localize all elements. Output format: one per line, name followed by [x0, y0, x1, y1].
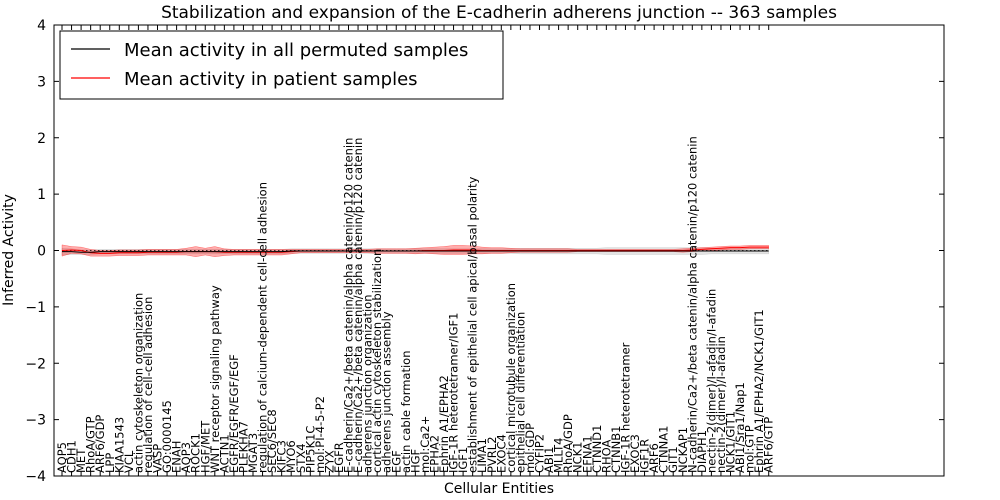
- x-tick-label: RhoA/GDP: [561, 414, 575, 473]
- x-tick-label: ARF6: [647, 443, 661, 473]
- y-tick-label: 4: [37, 18, 46, 34]
- y-tick-label: 1: [37, 187, 46, 203]
- series-lines-layer: [61, 246, 769, 254]
- x-tick-label: PVRL2: [485, 436, 499, 473]
- x-tick-label: IGF1: [456, 447, 470, 473]
- legend-box: [59, 30, 504, 100]
- x-tick-label: epithelial cell differentiation: [513, 312, 527, 473]
- x-tick-label: Ephrin A1/EPHA2/NCK1/GIT1: [752, 309, 766, 473]
- x-tick-label: EPHA2: [427, 435, 441, 473]
- x-tick-label: VCL: [122, 450, 136, 473]
- x-tick-label: LPP: [103, 453, 117, 473]
- x-tick-label: IGF-1R heterotetramer: [618, 342, 632, 473]
- y-tick-label: −1: [25, 300, 46, 316]
- x-tick-label: NCK1: [571, 442, 585, 474]
- x-tick-label: ENAH: [170, 441, 184, 473]
- x-tick-label: ARF6/GTP: [762, 417, 776, 473]
- series-line-0: [62, 250, 769, 253]
- y-tick-label: −2: [25, 356, 46, 372]
- x-tick-label: E-cadherin/Ca2+/beta catenin/alpha caten…: [342, 138, 356, 473]
- x-tick-label: KIAA1543: [112, 417, 126, 473]
- x-tick-label: mol:GTP: [743, 425, 757, 473]
- x-tick-label: adherens junction assembly: [380, 311, 394, 473]
- y-tick-label: 0: [37, 244, 46, 260]
- x-tick-label: NCK1/GIT1: [724, 411, 738, 473]
- y-axis-label: Inferred Activity: [1, 194, 17, 306]
- x-tick-label: regulation of calcium-dependent cell-cel…: [256, 182, 270, 473]
- x-tick-label: MET: [74, 448, 88, 473]
- x-tick-label: adherens junction organization: [361, 295, 375, 473]
- x-tick-label: AQP5: [55, 442, 69, 473]
- x-tick-label: PIP5K1C: [303, 426, 317, 473]
- x-tick-label: VASP: [151, 444, 165, 473]
- x-tick-label: N-cadherin/Ca2+/beta catenin/alpha caten…: [685, 136, 699, 473]
- x-tick-label: EXOC4: [494, 434, 508, 473]
- x-tick-label: ZYX: [322, 450, 336, 473]
- x-tick-label: IGF1R: [638, 439, 652, 473]
- x-tick-label: ABI1: [542, 447, 556, 473]
- x-tick-label: NCKAP1: [676, 427, 690, 473]
- x-tick-label: CTNNB1: [609, 426, 623, 473]
- x-tick-label: mol:PI-4-5-P2: [313, 396, 327, 473]
- x-tick-label: CTNND1: [590, 425, 604, 473]
- x-tick-label: HGF/MET: [198, 420, 212, 473]
- x-tick-label: CTNNA1: [657, 426, 671, 473]
- x-tick-label: EXOC3: [628, 434, 642, 473]
- x-tick-label: nectin-2(dimer)/I-afadin: [714, 336, 728, 473]
- x-tick-label: cortical actin cytoskeleton stabilizatio…: [370, 249, 384, 473]
- x-tick-label: ARF6/GDP: [93, 415, 107, 473]
- x-axis: [61, 25, 770, 476]
- x-tick-label: E-cadherin/Ca2+/beta catenin/alpha caten…: [351, 138, 365, 473]
- x-tick-label: RhoA/GTP: [84, 416, 98, 473]
- y-tick-label: 3: [37, 74, 46, 90]
- x-tick-label: CDH1: [65, 440, 79, 473]
- x-tick-label: PLEKHA7: [236, 421, 250, 473]
- x-tick-label: EGF: [389, 450, 403, 473]
- x-tick-label: WNT receptor signaling pathway: [208, 285, 222, 473]
- x-tick-label: EGFR/EGFR/EGF/EGF: [227, 354, 241, 473]
- x-tick-label: MLLT4: [552, 438, 566, 474]
- x-tick-label: actin cable formation: [399, 350, 413, 473]
- x-tick-labels: AQP5CDH1METRhoA/GTPARF6/GDPLPPKIAA1543VC…: [55, 136, 776, 473]
- x-tick-label: AQP3: [179, 442, 193, 473]
- x-tick-label: mol:Ca2+: [418, 416, 432, 473]
- y-tick-label: −4: [25, 469, 46, 485]
- x-tick-label: SEC6/SEC8: [265, 409, 279, 473]
- x-tick-label: GIT1: [666, 446, 680, 473]
- legend-label-permuted: Mean activity in all permuted samples: [124, 40, 468, 61]
- legend-label-patient: Mean activity in patient samples: [124, 69, 418, 90]
- x-tick-label: ACTN1: [217, 434, 231, 473]
- x-tick-label: regulation of cell-cell adhesion: [141, 297, 155, 473]
- x-tick-label: Ephrin A1/EPHA2: [437, 375, 451, 473]
- legend: Mean activity in all permuted samples Me…: [59, 30, 504, 100]
- x-tick-label: KIFC3: [275, 440, 289, 473]
- x-tick-label: DIAPH1: [695, 430, 709, 473]
- y-tick-label: −3: [25, 413, 46, 429]
- x-tick-label: ABI1/Sra1/Nap1: [733, 382, 747, 473]
- y-axis: −4 −3 −2 −1 0 1 2 3 4: [25, 18, 944, 485]
- x-axis-label: Cellular Entities: [444, 481, 554, 497]
- x-tick-label: IGF-1R heterotetramer/IGF1: [447, 313, 461, 473]
- x-tick-label: MYO6: [284, 440, 298, 473]
- x-tick-label: cortical microtubule organization: [504, 283, 518, 473]
- y-tick-label: 2: [37, 131, 46, 147]
- x-tick-label: CYFIP2: [533, 434, 547, 473]
- x-tick-label: mol:GDP: [523, 423, 537, 473]
- x-tick-label: STX4: [294, 443, 308, 473]
- x-tick-label: nectin-2(dimer)/I-afadin/I-afadin: [704, 289, 718, 473]
- x-tick-label: MGAT3: [246, 433, 260, 473]
- x-tick-label: LIMA1: [475, 438, 489, 473]
- x-tick-label: establishment of epithelial cell apical/…: [466, 177, 480, 473]
- x-tick-label: EGFR: [332, 442, 346, 473]
- chart-title: Stabilization and expansion of the E-cad…: [161, 3, 837, 23]
- x-tick-label: ROCK1: [189, 433, 203, 473]
- x-tick-label: HGF: [408, 449, 422, 473]
- x-tick-label: GO:0000145: [160, 400, 174, 473]
- x-tick-label: RHOA: [599, 440, 613, 473]
- x-tick-label: EFNA1: [580, 435, 594, 473]
- x-tick-label: actin cytoskeleton organization: [131, 293, 145, 473]
